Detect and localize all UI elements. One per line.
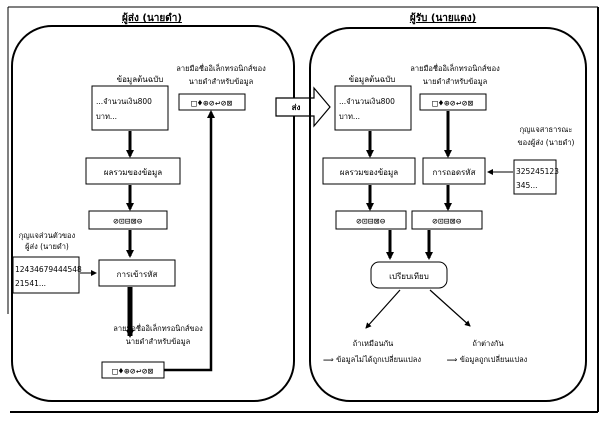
receiver-signature: ลายมือชื่ออิเล็กทรอนิกส์ของ นายดำสำหรับข… <box>410 63 500 111</box>
signature-top-value: □♦⊕⊘↩⊘⊠ <box>191 99 232 109</box>
public-key-value-1: 325245123 <box>516 167 559 176</box>
private-key-label-1: กุญแจส่วนตัวของ <box>19 231 76 240</box>
sender-title: ผู้ส่ง (นายดำ) <box>122 12 182 25</box>
sender-message-box: ข้อมูลต้นฉบับ ...จำนวนเงิน800 บาท... <box>91 75 169 131</box>
sender-message-line-1: ...จำนวนเงิน800 <box>96 97 152 106</box>
sender-hash-label: ผลรวมของข้อมูล <box>104 168 162 178</box>
signature-value: □♦⊕⊘↩⊘⊠ <box>112 367 153 377</box>
private-key-value-2: 21541... <box>15 279 46 288</box>
sender-message-title: ข้อมูลต้นฉบับ <box>117 75 164 85</box>
send-arrow: ส่ง <box>275 86 331 128</box>
digest-left-value: ⊘⊡⊟⊠⊖ <box>356 217 386 227</box>
sender-digest-box: ⊘⊡⊟⊠⊖ <box>88 210 168 230</box>
sender-signature: ลายมือชื่ออิเล็กทรอนิกส์ของ นายดำสำหรับข… <box>101 323 203 379</box>
receiver-hash-label: ผลรวมของข้อมูล <box>340 168 398 178</box>
signature-top-label-2: นายดำสำหรับข้อมูล <box>189 77 254 86</box>
sender-hash-box: ผลรวมของข้อมูล <box>85 157 181 185</box>
sender-signature-top: ลายมือชื่ออิเล็กทรอนิกส์ของ นายดำสำหรับข… <box>176 63 266 111</box>
receiver-message-line-1: ...จำนวนเงิน800 <box>339 97 395 106</box>
signature-top-label-1: ลายมือชื่ออิเล็กทรอนิกส์ของ <box>176 63 266 73</box>
receiver-signature-label-2: นายดำสำหรับข้อมูล <box>423 77 488 86</box>
receiver-message-title: ข้อมูลต้นฉบับ <box>349 75 396 85</box>
receiver-message-box: ข้อมูลต้นฉบับ ...จำนวนเงิน800 บาท... <box>334 75 412 131</box>
public-key-label-2: ของผู้ส่ง (นายดำ) <box>518 138 575 147</box>
receiver-hash-box: ผลรวมของข้อมูล <box>322 157 416 185</box>
encrypt-label: การเข้ารหัส <box>117 270 158 279</box>
receiver-public-key: กุญแจสาธารณะ ของผู้ส่ง (นายดำ) 325245123… <box>513 125 575 195</box>
public-key-value-2: 345... <box>516 181 537 190</box>
result-diff-line-2: ⟹ ข้อมูลถูกเปลี่ยนแปลง <box>447 354 528 364</box>
sender-panel: ผู้ส่ง (นายดำ) ข้อมูลต้นฉบับ ...จำนวนเงิ… <box>11 12 295 402</box>
result-same-line-2: ⟹ ข้อมูลไม่ได้ถูกเปลี่ยนแปลง <box>323 354 421 364</box>
public-key-label-1: กุญแจสาธารณะ <box>520 125 573 134</box>
result-diff: ถ้าต่างกัน ⟹ ข้อมูลถูกเปลี่ยนแปลง <box>447 339 528 364</box>
digest-right-value: ⊘⊡⊟⊠⊖ <box>432 217 462 227</box>
send-label: ส่ง <box>292 103 301 112</box>
result-diff-line-1: ถ้าต่างกัน <box>472 339 503 348</box>
receiver-signature-label-1: ลายมือชื่ออิเล็กทรอนิกส์ของ <box>410 63 500 73</box>
receiver-digest-left: ⊘⊡⊟⊠⊖ <box>335 210 407 230</box>
receiver-panel: ผู้รับ (นายแดง) ข้อมูลต้นฉบับ ...จำนวนเง… <box>309 12 587 402</box>
result-same-line-1: ถ้าเหมือนกัน <box>353 339 394 348</box>
sender-encrypt-box: การเข้ารหัส <box>98 259 176 287</box>
receiver-title: ผู้รับ (นายแดง) <box>410 12 476 25</box>
private-key-value-1: 12434679444548 <box>15 265 82 274</box>
sender-message-line-2: บาท... <box>96 112 117 121</box>
receiver-decrypt-box: การถอดรหัส <box>422 157 486 185</box>
sender-private-key: กุญแจส่วนตัวของ ผู้ส่ง (นายดำ) 124346794… <box>12 231 82 294</box>
sender-digest-value: ⊘⊡⊟⊠⊖ <box>113 217 143 227</box>
private-key-label-2: ผู้ส่ง (นายดำ) <box>25 242 69 251</box>
decrypt-label: การถอดรหัส <box>433 168 476 177</box>
outer-frame <box>7 6 599 413</box>
compare-label: เปรียบเทียบ <box>389 272 429 281</box>
result-same: ถ้าเหมือนกัน ⟹ ข้อมูลไม่ได้ถูกเปลี่ยนแปล… <box>323 339 421 364</box>
receiver-digest-right: ⊘⊡⊟⊠⊖ <box>411 210 483 230</box>
signature-label-2: นายดำสำหรับข้อมูล <box>126 337 191 346</box>
signature-label-1: ลายมือชื่ออิเล็กทรอนิกส์ของ <box>113 323 203 333</box>
compare-box: เปรียบเทียบ <box>370 261 448 289</box>
receiver-message-line-2: บาท... <box>339 112 360 121</box>
receiver-signature-value: □♦⊕⊘↩⊘⊠ <box>432 99 473 109</box>
